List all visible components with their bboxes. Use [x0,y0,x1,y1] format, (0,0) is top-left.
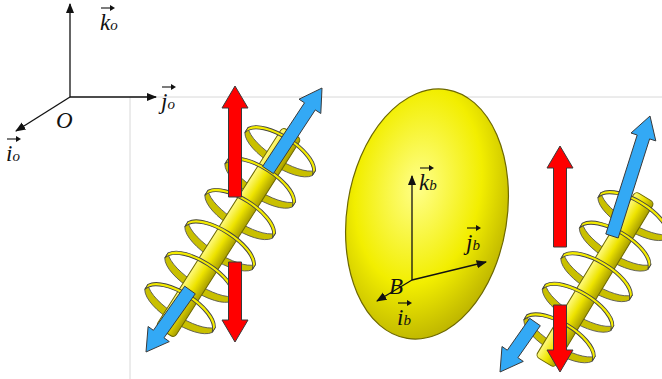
thrust-arrow [222,262,248,342]
vector-arrow [7,138,19,139]
vector-arrow [162,86,174,87]
vector-arrowhead [171,84,176,90]
axis-label: jb [466,222,480,254]
thrust-arrow [222,86,248,197]
vector-arrow [467,227,479,228]
vector-arrowhead [407,300,412,306]
vector-arrowhead [110,5,115,11]
axis-label: io [6,133,20,165]
vector-arrow [398,302,410,303]
axis-label: jo [161,81,175,113]
helical-blade [561,242,640,300]
thrust-arrow [547,146,573,247]
frame-line [130,97,662,98]
hull-ellipsoid [328,77,525,351]
helical-blade [185,210,263,269]
axis-arrow [606,116,656,238]
axis-arrow [500,318,540,372]
axis-label: ib [397,297,411,329]
helical-blade [205,179,283,238]
world-frame [16,4,156,131]
axis-label: O [56,100,73,132]
body-frame [377,176,486,301]
screw-propeller [511,176,662,379]
axis-arrow [263,88,322,174]
thrust-arrow [547,305,573,372]
axis-label: B [389,266,403,298]
vector-arrow [101,7,113,8]
vector-arrowhead [429,165,434,171]
axis-label: kb [419,162,437,194]
vector-arrowhead [476,225,481,231]
vector-arrowhead [16,136,21,142]
frame-line [130,97,131,379]
vector-arrow [420,167,432,168]
axis-label: ko [100,2,118,34]
axis-arrow [146,286,195,352]
